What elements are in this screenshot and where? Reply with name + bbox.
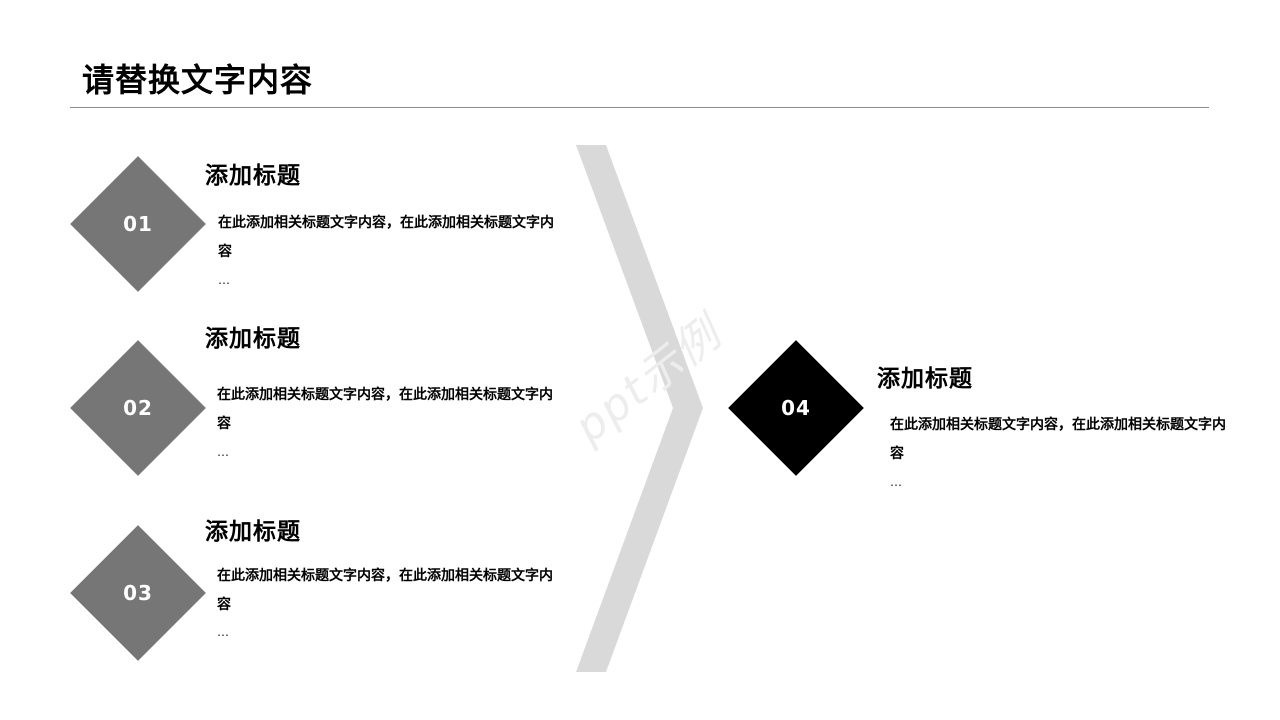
- item-title-04: 添加标题: [877, 366, 973, 392]
- item-body-01: 在此添加相关标题文字内容，在此添加相关标题文字内容: [218, 215, 554, 260]
- item-ellipsis-04: …: [890, 475, 902, 489]
- item-title-02: 添加标题: [205, 326, 301, 352]
- item-number-03: 03: [123, 581, 153, 605]
- page-title: 请替换文字内容: [82, 61, 314, 99]
- item-title-03: 添加标题: [205, 519, 301, 545]
- item-ellipsis-02: …: [217, 445, 229, 459]
- item-body-04: 在此添加相关标题文字内容，在此添加相关标题文字内容: [890, 417, 1226, 462]
- item-ellipsis-01: …: [218, 273, 230, 287]
- item-number-02: 02: [123, 396, 153, 420]
- item-number-01: 01: [123, 212, 153, 236]
- item-ellipsis-03: …: [217, 625, 229, 639]
- item-body-03: 在此添加相关标题文字内容，在此添加相关标题文字内容: [217, 568, 553, 613]
- item-number-04: 04: [781, 396, 811, 420]
- title-divider: [70, 107, 1209, 108]
- item-body-02: 在此添加相关标题文字内容，在此添加相关标题文字内容: [217, 387, 553, 432]
- item-title-01: 添加标题: [205, 163, 301, 189]
